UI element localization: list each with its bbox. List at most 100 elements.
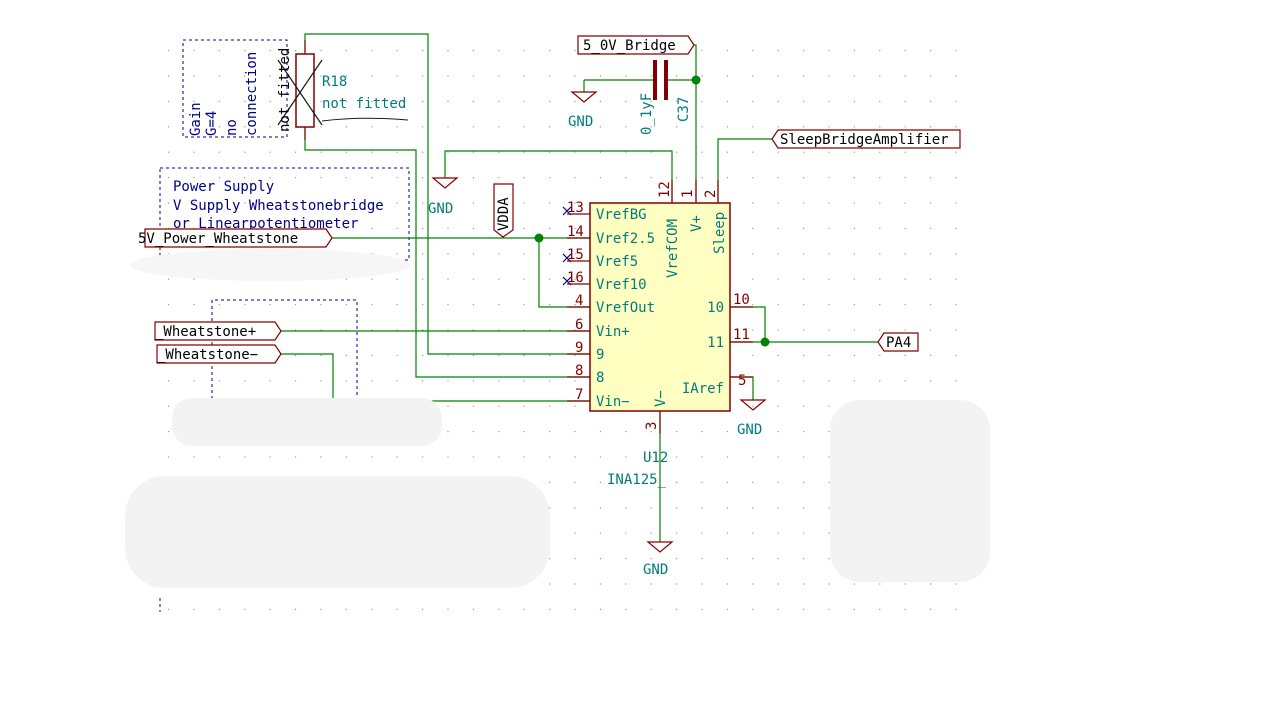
grid-dot	[472, 253, 474, 255]
pin-name: 9	[596, 347, 604, 363]
grid-dot	[777, 608, 779, 610]
grid-dot	[777, 75, 779, 77]
grid-dot	[955, 100, 957, 102]
grid-dot	[650, 456, 652, 458]
grid-dot	[320, 126, 322, 128]
grid-dot	[523, 608, 525, 610]
grid-dot	[879, 304, 881, 306]
resistor-r18[interactable]	[277, 40, 323, 140]
grid-dot	[523, 354, 525, 356]
grid-dot	[828, 50, 830, 52]
grid-dot	[625, 151, 627, 153]
grid-dot	[853, 151, 855, 153]
grid-dot	[879, 608, 881, 610]
grid-dot	[752, 456, 754, 458]
grid-dot	[472, 329, 474, 331]
grid-dot	[803, 126, 805, 128]
grid-dot	[523, 380, 525, 382]
ic-value: INA125_	[607, 472, 667, 488]
grid-dot	[752, 354, 754, 356]
grid-dot	[777, 329, 779, 331]
grid-dot	[853, 278, 855, 280]
junction-dot	[760, 337, 770, 347]
grid-dot	[447, 456, 449, 458]
grid-dot	[726, 507, 728, 509]
grid-dot	[549, 278, 551, 280]
grid-dot	[879, 583, 881, 585]
grid-dot	[574, 507, 576, 509]
gnd-symbol-bottom	[646, 541, 674, 553]
grid-dot	[701, 75, 703, 77]
grid-dot	[422, 329, 424, 331]
grid-dot	[371, 75, 373, 77]
grid-dot	[168, 126, 170, 128]
grid-dot	[726, 456, 728, 458]
label-5v-bridge[interactable]: 5_0V_Bridge	[577, 35, 695, 55]
pin-name: 11	[707, 335, 724, 351]
grid-dot	[650, 100, 652, 102]
grid-dot	[955, 227, 957, 229]
label-sleep-bridge[interactable]: SleepBridgeAmplifier	[771, 129, 961, 149]
grid-dot	[752, 507, 754, 509]
grid-dot	[498, 354, 500, 356]
grid-dot	[701, 456, 703, 458]
grid-dot	[599, 151, 601, 153]
grid-dot	[930, 608, 932, 610]
grid-dot	[625, 100, 627, 102]
pin-number: 4	[575, 293, 583, 309]
grid-dot	[472, 177, 474, 179]
label-power-wheatstone[interactable]: 5V_Power_Wheatstone	[138, 228, 333, 248]
grid-dot	[549, 50, 551, 52]
grid-dot	[269, 177, 271, 179]
grid-dot	[422, 151, 424, 153]
grid-dot	[218, 100, 220, 102]
grid-dot	[168, 405, 170, 407]
grid-dot	[599, 507, 601, 509]
grid-dot	[422, 380, 424, 382]
grid-dot	[320, 202, 322, 204]
capacitor-c37[interactable]	[653, 60, 668, 100]
grid-dot	[396, 380, 398, 382]
grid-dot	[879, 177, 881, 179]
grid-dot	[371, 329, 373, 331]
label-wheatstone-plus[interactable]: _Wheatstone+	[154, 321, 282, 341]
grid-dot	[574, 75, 576, 77]
label-wheatstone-minus[interactable]: _Wheatstone−	[156, 344, 282, 364]
grid-dot	[523, 151, 525, 153]
grid-dot	[752, 75, 754, 77]
grid-dot	[168, 75, 170, 77]
grid-dot	[726, 558, 728, 560]
grid-dot	[599, 608, 601, 610]
grid-dot	[904, 151, 906, 153]
grid-dot	[396, 126, 398, 128]
grid-dot	[498, 177, 500, 179]
grid-dot	[930, 304, 932, 306]
gnd-symbol-iaref	[739, 399, 767, 411]
grid-dot	[701, 507, 703, 509]
grid-dot	[396, 177, 398, 179]
pin-name: Sleep	[712, 212, 728, 254]
grid-dot	[879, 227, 881, 229]
grid-dot	[295, 202, 297, 204]
label-vdda[interactable]: VDDA	[493, 183, 514, 238]
grid-dot	[726, 481, 728, 483]
grid-dot	[879, 354, 881, 356]
grid-dot	[498, 456, 500, 458]
grid-dot	[599, 431, 601, 433]
label-pa4[interactable]: PA4	[877, 332, 919, 352]
ic-u12[interactable]: 13 14 15 16 4 6 9 8 7 VrefBG Vref2.5 Vre…	[567, 180, 753, 434]
grid-dot	[650, 151, 652, 153]
grid-dot	[168, 456, 170, 458]
power-note-line3: or Linearpotentiometer	[173, 216, 358, 232]
grid-dot	[574, 532, 576, 534]
grid-dot	[777, 100, 779, 102]
grid-dot	[752, 583, 754, 585]
grid-dot	[447, 405, 449, 407]
grid-dot	[777, 278, 779, 280]
grid-dot	[193, 177, 195, 179]
grid-dot	[168, 304, 170, 306]
grid-dot	[472, 202, 474, 204]
grid-dot	[269, 608, 271, 610]
grid-dot	[472, 456, 474, 458]
grid-dot	[244, 380, 246, 382]
